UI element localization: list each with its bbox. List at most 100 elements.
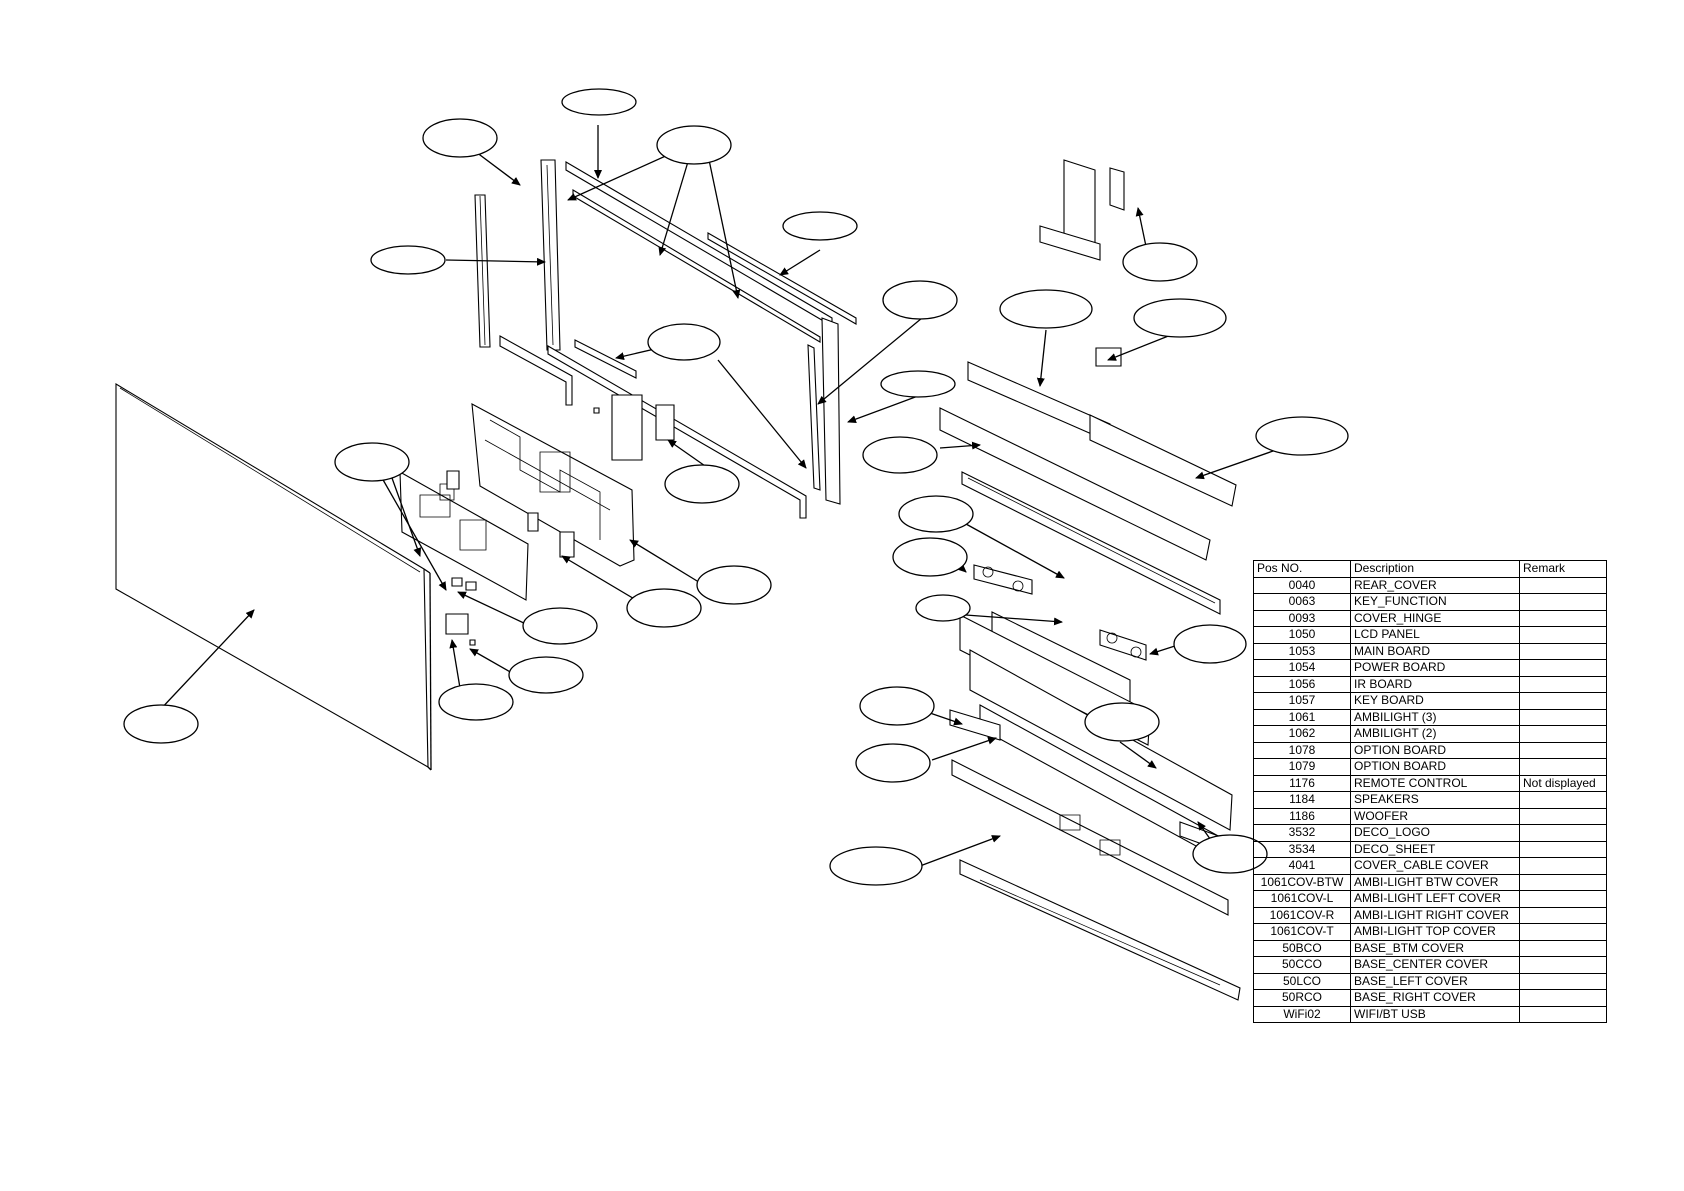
cell-description: AMBI-LIGHT TOP COVER [1350,923,1520,941]
cell-remark [1519,923,1607,941]
cell-remark [1519,824,1607,842]
cover-bars [940,362,1236,614]
cell-remark [1519,972,1607,990]
cell-description: BASE_RIGHT COVER [1350,989,1520,1007]
rear-cover [472,404,634,566]
cell-description: DECO_LOGO [1350,824,1520,842]
cell-remark [1519,708,1607,726]
small-parts-left [446,395,674,645]
cell-pos: 4041 [1253,857,1351,875]
cell-remark [1519,906,1607,924]
cell-pos: 50LCO [1253,972,1351,990]
cell-remark [1519,593,1607,611]
cell-pos: 1061COV-BTW [1253,873,1351,891]
cell-remark [1519,989,1607,1007]
cell-pos: 1186 [1253,807,1351,825]
cell-description: DECO_SHEET [1350,840,1520,858]
cell-description: MAIN BOARD [1350,642,1520,660]
cell-pos: 0040 [1253,576,1351,594]
cell-description: KEY_FUNCTION [1350,593,1520,611]
cell-pos: 1053 [1253,642,1351,660]
cell-remark [1519,1005,1607,1023]
cell-remark [1519,725,1607,743]
cell-remark [1519,807,1607,825]
cell-description: AMBILIGHT (3) [1350,708,1520,726]
cell-description: IR BOARD [1350,675,1520,693]
cell-description: BASE_LEFT COVER [1350,972,1520,990]
cell-remark [1519,741,1607,759]
cell-pos: 1057 [1253,692,1351,710]
cell-description: COVER_HINGE [1350,609,1520,627]
cell-description: REAR_COVER [1350,576,1520,594]
cell-description: AMBI-LIGHT BTW COVER [1350,873,1520,891]
cell-description: WIFI/BT USB [1350,1005,1520,1023]
cell-pos: 3532 [1253,824,1351,842]
cell-description: LCD PANEL [1350,626,1520,644]
cell-pos: 1184 [1253,791,1351,809]
cell-pos: 1050 [1253,626,1351,644]
column-header-remark: Remark [1519,560,1607,578]
table-header-row: Pos NO. Description Remark [1253,560,1607,578]
stand-hinge [1040,160,1124,366]
cell-description: SPEAKERS [1350,791,1520,809]
column-header-description: Description [1350,560,1520,578]
cell-remark [1519,675,1607,693]
cell-remark [1519,626,1607,644]
cell-description: BASE_CENTER COVER [1350,956,1520,974]
cell-description: KEY BOARD [1350,692,1520,710]
cell-remark [1519,659,1607,677]
cell-description: COVER_CABLE COVER [1350,857,1520,875]
cell-remark [1519,609,1607,627]
cell-pos: WiFi02 [1253,1005,1351,1023]
cell-remark [1519,857,1607,875]
lcd-panel [116,384,431,770]
cell-pos: 1061COV-T [1253,923,1351,941]
cell-pos: 1056 [1253,675,1351,693]
cell-pos: 50BCO [1253,939,1351,957]
cell-remark [1519,890,1607,908]
cell-pos: 50CCO [1253,956,1351,974]
cell-description: WOOFER [1350,807,1520,825]
cell-remark [1519,840,1607,858]
cell-pos: 1061COV-L [1253,890,1351,908]
cell-pos: 1062 [1253,725,1351,743]
cell-pos: 0093 [1253,609,1351,627]
base-chassis [952,612,1240,1000]
cell-remark [1519,642,1607,660]
cell-description: OPTION BOARD [1350,741,1520,759]
cell-pos: 1061 [1253,708,1351,726]
cell-remark [1519,758,1607,776]
cell-pos: 50RCO [1253,989,1351,1007]
cell-description: AMBI-LIGHT LEFT COVER [1350,890,1520,908]
cell-pos: 1078 [1253,741,1351,759]
cell-pos: 1054 [1253,659,1351,677]
cell-pos: 3534 [1253,840,1351,858]
cell-remark [1519,692,1607,710]
cell-description: AMBILIGHT (2) [1350,725,1520,743]
